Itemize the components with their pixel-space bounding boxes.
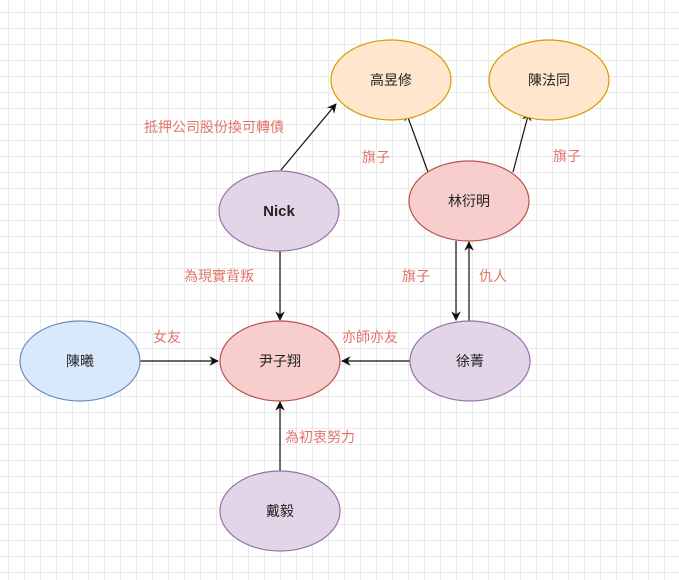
edge-label-chen-xi-to-yin-zixiang: 女友 <box>153 329 181 346</box>
node-gao-yixiu-shape <box>330 39 452 121</box>
edge-labels: 抵押公司股份換可轉債 旗子 旗子 為現實背叛 旗子 仇人 女友 亦師亦友 為初衷… <box>144 120 581 446</box>
edge-nick-to-gao-yixiu[interactable] <box>280 103 337 171</box>
node-chen-fatong[interactable]: 陳法同 <box>488 39 610 121</box>
node-dai-yi-shape <box>219 470 341 552</box>
nodes: 高昱修 陳法同 Nick 林衍明 陳曦 尹子翔 徐菁 <box>19 39 610 552</box>
node-chen-xi-label: 陳曦 <box>66 354 94 370</box>
node-nick[interactable]: Nick <box>218 170 340 252</box>
edge-label-lin-yanming-to-xu-jing: 旗子 <box>402 269 430 285</box>
node-xu-jing[interactable]: 徐菁 <box>409 320 531 402</box>
edge-label-xu-jing-to-lin-yanming: 仇人 <box>479 269 507 285</box>
edge-label-dai-yi-to-yin-zixiang: 為初衷努力 <box>285 429 355 446</box>
node-xu-jing-shape <box>409 320 531 402</box>
node-dai-yi-label: 戴毅 <box>266 503 294 520</box>
node-chen-xi[interactable]: 陳曦 <box>19 320 141 402</box>
node-nick-label: Nick <box>263 203 295 220</box>
node-gao-yixiu[interactable]: 高昱修 <box>330 39 452 121</box>
node-yin-zixiang[interactable]: 尹子翔 <box>219 320 341 402</box>
node-gao-yixiu-label: 高昱修 <box>370 72 412 89</box>
edge-lin-yanming-to-gao-yixiu[interactable] <box>404 111 429 173</box>
edge-label-xu-jing-to-yin-zixiang: 亦師亦友 <box>342 330 398 346</box>
node-lin-yanming[interactable]: 林衍明 <box>408 160 530 242</box>
edges <box>140 103 532 471</box>
node-nick-shape <box>218 170 340 252</box>
node-chen-xi-shape <box>19 320 141 402</box>
edge-label-lin-yanming-to-gao-yixiu: 旗子 <box>362 150 390 166</box>
node-lin-yanming-label: 林衍明 <box>448 194 490 210</box>
node-dai-yi[interactable]: 戴毅 <box>219 470 341 552</box>
node-chen-fatong-shape <box>488 39 610 121</box>
node-xu-jing-label: 徐菁 <box>456 354 484 370</box>
node-yin-zixiang-label: 尹子翔 <box>259 354 301 370</box>
node-chen-fatong-label: 陳法同 <box>528 73 570 89</box>
node-yin-zixiang-shape <box>219 320 341 402</box>
edge-label-lin-yanming-to-chen-fatong: 旗子 <box>553 149 581 165</box>
edge-lin-yanming-to-chen-fatong[interactable] <box>512 111 532 173</box>
edge-label-nick-to-gao-yixiu: 抵押公司股份換可轉債 <box>144 120 284 136</box>
edge-label-nick-to-yin-zixiang: 為現實背叛 <box>184 268 254 285</box>
node-lin-yanming-shape <box>408 160 530 242</box>
